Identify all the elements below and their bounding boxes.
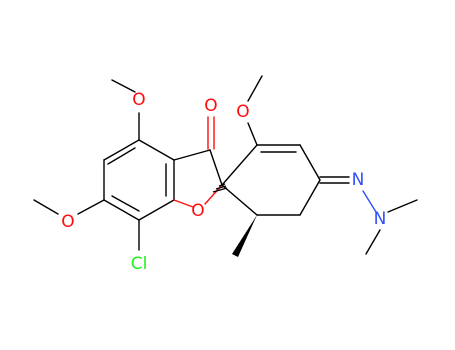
cyclohexene-ring — [221, 144, 321, 216]
atom-o-methoxy-top-left: O — [132, 90, 145, 110]
bond-c3a-c4 — [138, 139, 175, 161]
methoxy-ring — [247, 75, 263, 146]
atom-cl: Cl — [131, 254, 148, 274]
methoxy-bottom-left — [33, 199, 105, 215]
bond-c6-c7 — [103, 199, 140, 221]
methyl-wedge-bond — [232, 215, 257, 257]
bond-o-ch3-top — [111, 79, 136, 93]
bond-c4-c5-inner — [107, 147, 136, 165]
benzene-ring — [103, 139, 175, 221]
bond-c6-o — [77, 199, 105, 215]
bond-c4-c5 — [103, 139, 140, 161]
bond-c3a-c3 — [173, 149, 211, 161]
bond-n-n — [362, 190, 377, 213]
atom-n-amine: N — [374, 209, 387, 229]
bond-c2-o-ring — [247, 122, 258, 146]
bond-c3-spiro — [209, 149, 223, 186]
bond-o-furan-c7a — [173, 199, 194, 208]
atom-o-furan: O — [191, 201, 204, 221]
atom-o-methoxy-bottom-left: O — [61, 212, 74, 232]
bond-n-me-right — [387, 199, 418, 213]
spiro-hash-bond — [212, 183, 228, 193]
atom-o-ketone: O — [204, 96, 217, 116]
bond-n-me-down — [365, 229, 381, 255]
bond-o-ch3-ring — [247, 75, 263, 102]
atom-n-imine: N — [352, 170, 365, 190]
bond-c6-spiro — [221, 184, 258, 216]
furanone-ring — [173, 149, 223, 208]
bond-c3-c4-ring — [299, 144, 321, 181]
hydrazone-group — [319, 176, 418, 255]
atom-o-methoxy-ring: O — [236, 102, 249, 122]
methoxy-top-left — [111, 79, 140, 141]
bond-o-ch3-left — [33, 199, 59, 215]
bond-spiro-c2 — [221, 144, 258, 186]
bond-c6-c7-inner — [111, 195, 140, 212]
bond-c7-c7a — [138, 199, 175, 221]
bond-c4-c5-ring — [299, 179, 321, 216]
ketone-group — [207, 116, 215, 150]
